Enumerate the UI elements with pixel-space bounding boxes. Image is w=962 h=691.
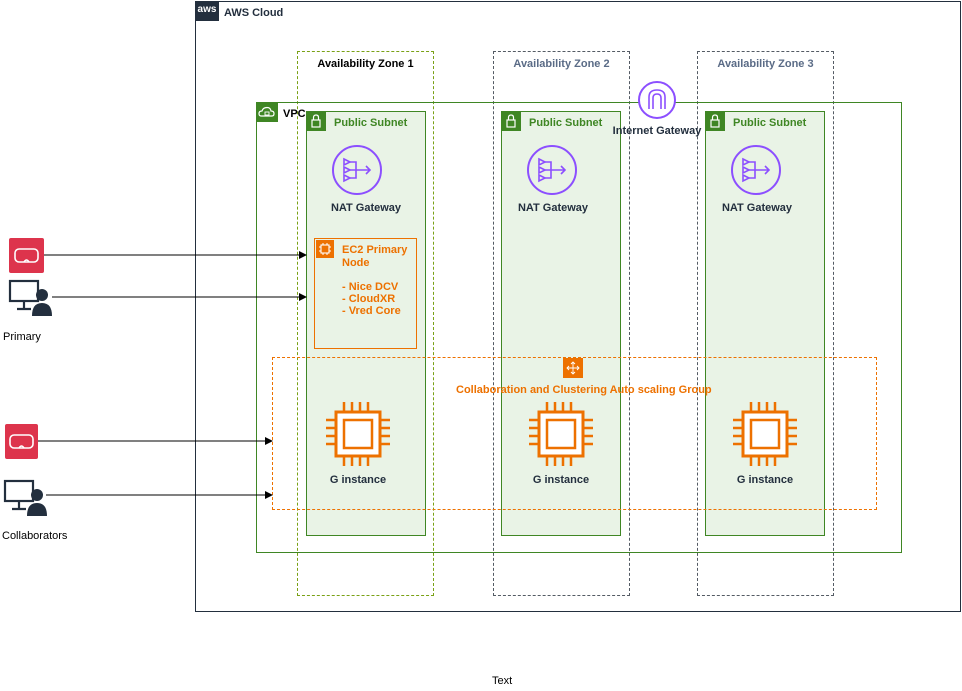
internet-gateway-icon (638, 81, 676, 119)
public-subnet-3-label: Public Subnet (733, 117, 807, 129)
ec2-primary-node-box (314, 238, 417, 349)
public-subnet-2-label: Public Subnet (529, 117, 603, 129)
availability-zone-3 (697, 51, 834, 596)
aws-cloud-group (195, 1, 961, 612)
auto-scaling-group (272, 357, 877, 510)
auto-scaling-icon (563, 358, 583, 378)
auto-scaling-group-label: Collaboration and Clustering Auto scalin… (456, 384, 712, 396)
availability-zone-1 (297, 51, 434, 596)
g-instance-chip-icon (529, 402, 593, 466)
lock-icon (501, 111, 521, 131)
availability-zone-1-label: Availability Zone 1 (317, 58, 414, 70)
lock-icon (306, 111, 326, 131)
ec2-primary-title-line1: EC2 Primary (342, 244, 408, 256)
nat-gateway-icon (332, 145, 382, 195)
g-instance-chip-icon (733, 402, 797, 466)
ec2-primary-item: - Nice DCV (342, 281, 399, 293)
availability-zone-2-label: Availability Zone 2 (513, 58, 610, 70)
public-subnet-1 (306, 111, 426, 536)
nat-gateway-icon (731, 145, 781, 195)
nat-gateway-3-label: NAT Gateway (721, 202, 793, 214)
vpc-group (256, 102, 902, 553)
collaborators-label: Collaborators (2, 530, 68, 542)
lock-icon (705, 111, 725, 131)
g-instance-1-label: G instance (329, 474, 387, 486)
public-subnet-1-label: Public Subnet (334, 117, 408, 129)
public-subnet-3 (705, 111, 825, 536)
aws-logo-text: aws (197, 4, 217, 15)
availability-zone-2 (493, 51, 630, 596)
footer-text: Text (492, 675, 513, 687)
g-instance-3-label: G instance (736, 474, 794, 486)
g-instance-2-label: G instance (532, 474, 590, 486)
availability-zone-3-label: Availability Zone 3 (717, 58, 814, 70)
nat-gateway-1-label: NAT Gateway (330, 202, 402, 214)
desktop-user-icon (3, 479, 47, 516)
ec2-primary-item: - CloudXR (342, 293, 396, 305)
desktop-user-icon (8, 279, 52, 316)
aws-logo: aws (195, 1, 219, 21)
ec2-primary-item: - Vred Core (342, 305, 401, 317)
primary-user-label: Primary (3, 331, 41, 343)
g-instance-chip-icon (326, 402, 390, 466)
nat-gateway-icon (527, 145, 577, 195)
ec2-chip-icon (316, 240, 334, 258)
internet-gateway-label: Internet Gateway (612, 125, 702, 137)
public-subnet-2 (501, 111, 621, 536)
nat-gateway-2-label: NAT Gateway (517, 202, 589, 214)
aws-cloud-label: AWS Cloud (224, 7, 284, 19)
vpc-label: VPC (283, 108, 306, 120)
vr-headset-icon (5, 424, 38, 459)
vr-headset-icon (9, 238, 44, 273)
ec2-primary-title-line2: Node (342, 257, 370, 269)
vpc-icon (256, 102, 278, 122)
